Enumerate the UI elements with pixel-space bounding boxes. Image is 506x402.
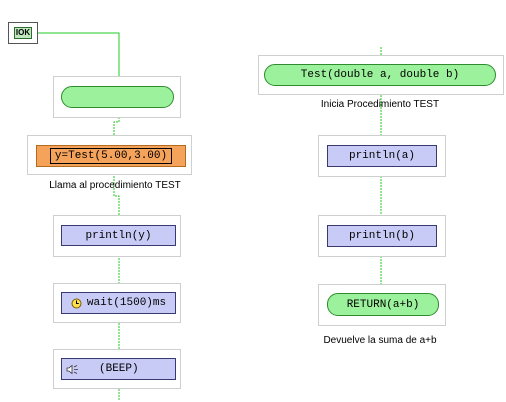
start-node[interactable]: IOK	[8, 22, 38, 44]
println-y-code: println(y)	[85, 229, 152, 242]
println-b-code: println(b)	[348, 230, 415, 242]
wait-code: wait(1500)ms	[86, 297, 167, 309]
println-a-block[interactable]: println(a)	[327, 145, 437, 167]
return-pill[interactable]: RETURN(a+b)	[327, 293, 439, 316]
println-y-block[interactable]: println(y)	[61, 225, 176, 246]
clock-icon	[71, 298, 82, 308]
procedure-header-code: Test(double a, double b)	[300, 69, 460, 81]
println-a-code: println(a)	[348, 150, 415, 162]
wait-block[interactable]: wait(1500)ms	[61, 292, 176, 314]
procedure-header-pill[interactable]: Test(double a, double b)	[264, 64, 496, 86]
call-caption: Llama al procedimiento TEST	[49, 180, 181, 191]
call-block[interactable]: y=Test(5.00,3.00)	[36, 145, 186, 167]
procedure-header-caption: Inicia Procedimiento TEST	[320, 99, 440, 110]
entry-pill[interactable]	[61, 86, 174, 108]
wire-start-to-pill	[38, 32, 120, 84]
ok-start-icon: IOK	[13, 27, 33, 39]
beep-code: (BEEP)	[99, 363, 139, 375]
beep-block[interactable]: (BEEP)	[61, 358, 176, 380]
return-code: RETURN(a+b)	[346, 298, 420, 311]
return-caption: Devuelve la suma de a+b	[323, 335, 437, 346]
call-code: y=Test(5.00,3.00)	[49, 148, 173, 164]
speaker-icon	[66, 364, 78, 374]
wire-call-to-println-y	[113, 167, 120, 225]
println-b-block[interactable]: println(b)	[327, 225, 437, 247]
